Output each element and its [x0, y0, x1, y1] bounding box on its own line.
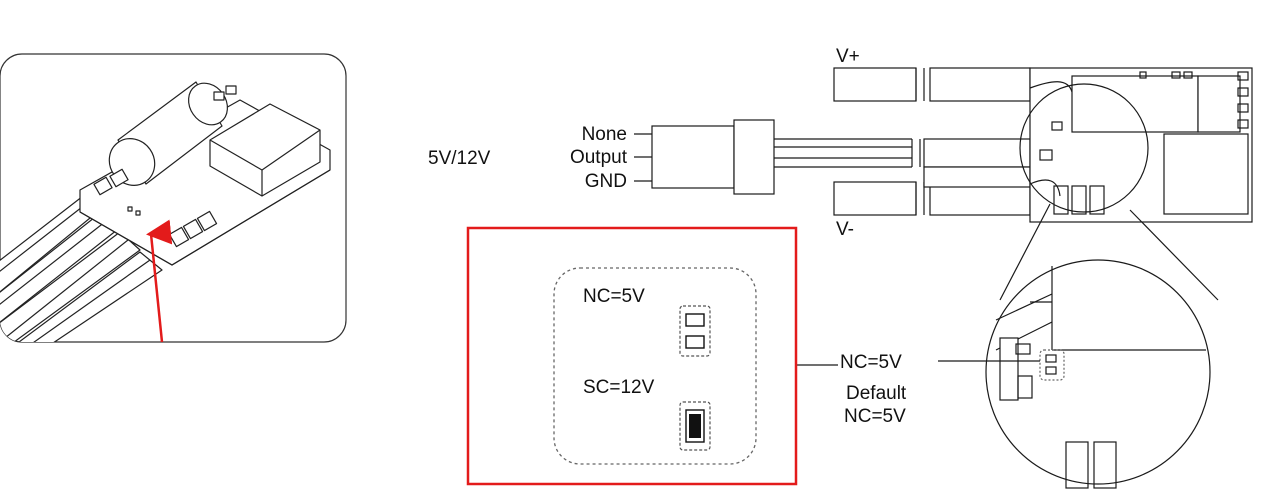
jumper-detail-dashed	[553, 267, 757, 465]
v-plus-wire	[833, 67, 1031, 102]
label-voltage: 5V/12V	[428, 148, 491, 169]
ic-chip	[209, 103, 321, 197]
label-default-nc: NC=5V	[844, 406, 906, 427]
jumper-pad-illustration	[127, 206, 133, 212]
module-illustration	[0, 53, 347, 343]
red-arrow-icon	[146, 219, 173, 343]
smd-component-row	[168, 210, 218, 248]
label-default: Default	[846, 383, 907, 404]
label-sc-12v: SC=12V	[583, 377, 655, 398]
label-callout-nc: NC=5V	[840, 352, 902, 373]
wiring-schematic	[634, 67, 1253, 489]
label-nc-5v: NC=5V	[583, 286, 645, 307]
open-solder-pad-icon	[679, 305, 711, 357]
pcb-module	[1019, 67, 1253, 223]
jumper-detail-box	[466, 226, 798, 486]
label-none: None	[582, 124, 627, 145]
label-gnd: GND	[585, 171, 627, 192]
jumper-pads-zoom	[1039, 349, 1065, 381]
label-v-minus: V-	[836, 219, 854, 240]
label-output: Output	[570, 147, 628, 168]
signal-cable	[634, 119, 1031, 195]
zoom-circle-small	[1019, 83, 1149, 213]
zoom-circle-large	[985, 259, 1211, 489]
closed-solder-pad-icon	[679, 401, 711, 451]
label-v-plus: V+	[836, 46, 860, 67]
cable-bundle	[0, 185, 163, 342]
